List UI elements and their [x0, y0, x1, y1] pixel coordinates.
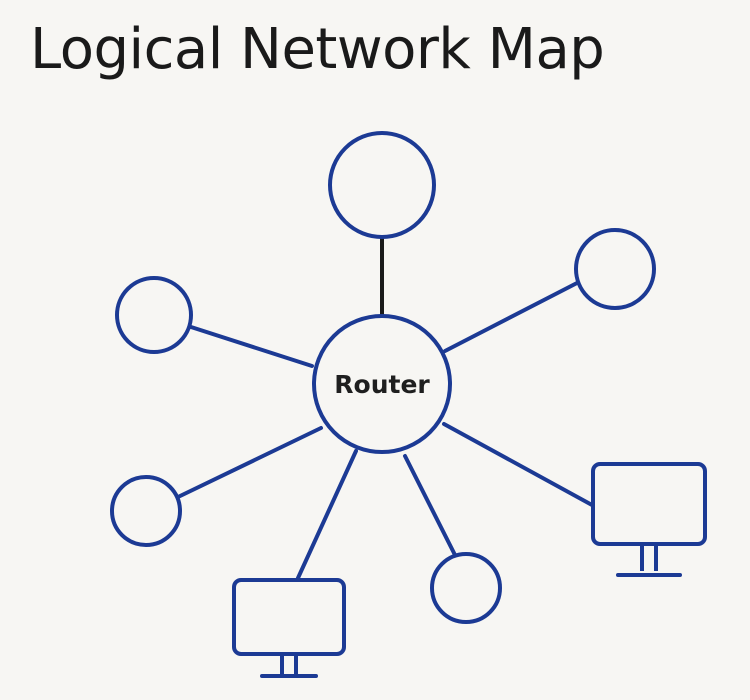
link-upper-left: [189, 325, 314, 368]
node-top: [328, 131, 436, 239]
link-lower-right: [442, 422, 594, 507]
node-upper-left: [115, 276, 193, 354]
link-upper-right: [443, 281, 579, 353]
node-lower-left: [110, 475, 182, 547]
nodes: [110, 131, 707, 678]
node-upper-right: [574, 228, 656, 310]
computer-icon: [591, 462, 707, 577]
router-node: Router: [312, 314, 452, 454]
router-label: Router: [334, 370, 430, 399]
links: [176, 235, 594, 580]
computer-icon: [232, 578, 346, 678]
link-bottom-center: [403, 454, 457, 557]
page-title: Logical Network Map: [30, 17, 605, 82]
router-circle: [312, 314, 452, 454]
link-bottom-left: [296, 449, 358, 580]
node-bottom-center: [430, 552, 502, 624]
link-lower-left: [176, 426, 323, 499]
